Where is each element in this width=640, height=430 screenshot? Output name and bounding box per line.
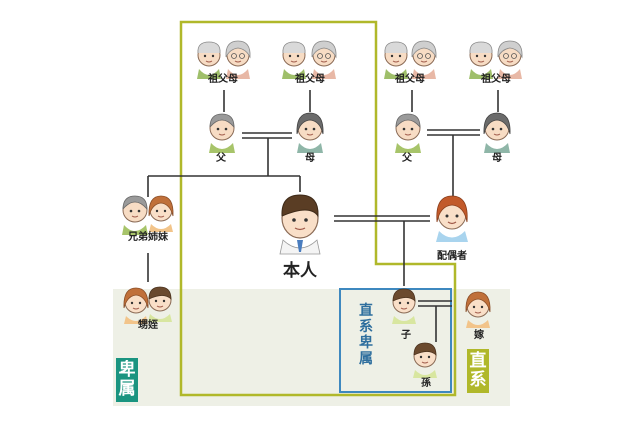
grandparents-label: 祖父母 [208,74,238,85]
lineal-badge: 直系 [467,349,489,393]
grandchild-label: 孫 [421,378,431,389]
father-icon [208,113,236,154]
siblings-label: 兄弟姉妹 [128,232,168,243]
nephews-label: 甥姪 [138,320,158,331]
tree-lines [147,90,499,342]
spouse-label: 配偶者 [437,251,467,262]
collateral-band [113,289,510,406]
self-icon [279,194,321,255]
grandparents-label: 祖父母 [295,74,325,85]
lineal-region-outline [179,20,457,397]
lineal-descendant-label: 直 系 卑 属 [359,303,373,367]
father-label: 父 [402,153,412,164]
spouse-icon [435,195,469,243]
child-spouse-label: 嫁 [474,330,484,341]
siblings-icon [121,195,149,236]
spouse-father-icon [394,113,422,154]
father-label: 父 [216,153,226,164]
mother-icon [296,112,324,154]
siblings-icon [148,195,174,233]
collateral-badge: 卑属 [116,358,138,402]
mother-label: 母 [492,153,502,164]
self-label: 本人 [283,261,317,281]
grandparents-label: 祖父母 [395,74,425,85]
mother-label: 母 [305,153,315,164]
spouse-mother-icon [483,112,511,154]
lineal-descendant-box [339,288,452,393]
child-label: 子 [401,330,411,341]
grandparents-label: 祖父母 [481,74,511,85]
